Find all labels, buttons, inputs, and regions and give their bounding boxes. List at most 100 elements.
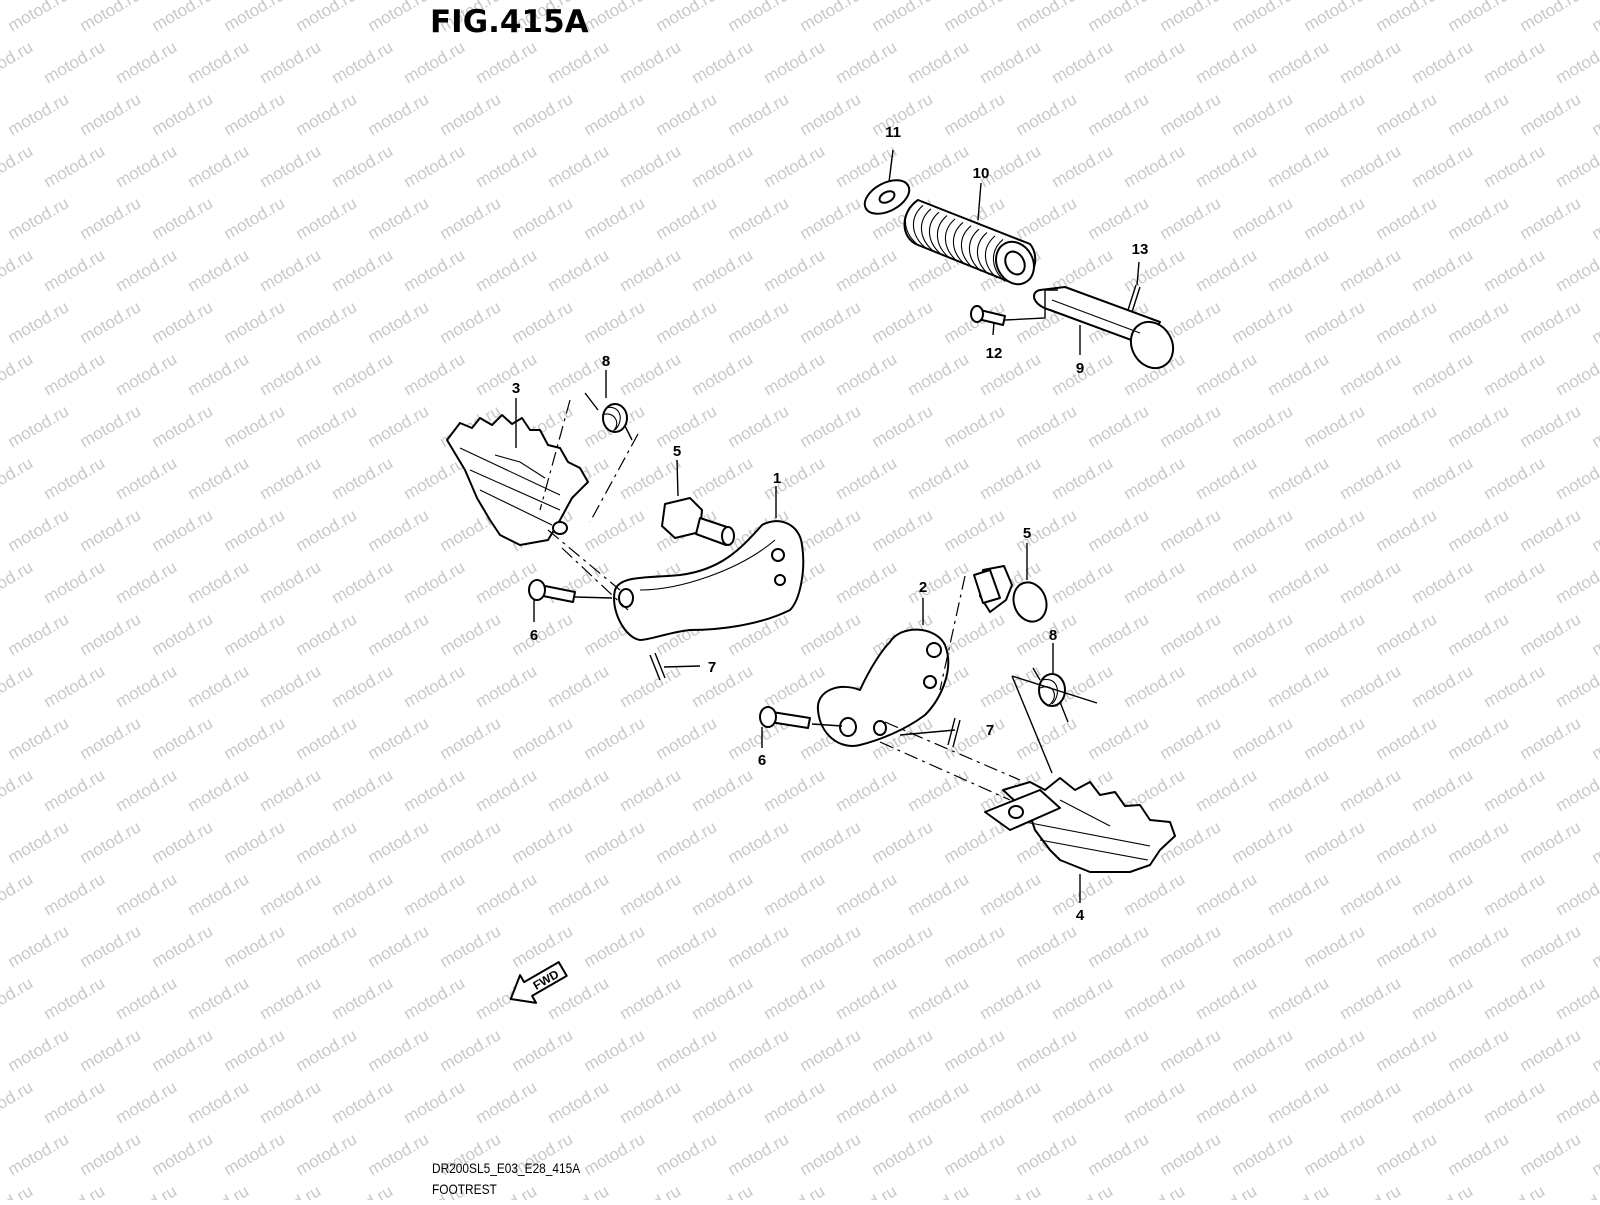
watermark-text: motod.ru bbox=[437, 817, 505, 867]
watermark-text: motod.ru bbox=[1121, 37, 1189, 87]
watermark-text: motod.ru bbox=[1517, 401, 1585, 451]
watermark-text: motod.ru bbox=[113, 1181, 181, 1200]
watermark-text: motod.ru bbox=[977, 453, 1045, 503]
watermark-text: motod.ru bbox=[1337, 453, 1405, 503]
watermark-text: motod.ru bbox=[797, 193, 865, 243]
watermark-text: motod.ru bbox=[0, 1077, 36, 1127]
watermark-text: motod.ru bbox=[1517, 297, 1585, 347]
watermark-text: motod.ru bbox=[869, 817, 937, 867]
leader-pin-left bbox=[575, 597, 612, 598]
watermark-text: motod.ru bbox=[941, 609, 1009, 659]
watermark-text: motod.ru bbox=[1481, 1181, 1549, 1200]
watermark-text: motod.ru bbox=[977, 869, 1045, 919]
watermark-text: motod.ru bbox=[293, 921, 361, 971]
watermark-text: motod.ru bbox=[401, 661, 469, 711]
watermark-text: motod.ru bbox=[1373, 89, 1441, 139]
watermark-text: motod.ru bbox=[257, 37, 325, 87]
watermark-text: motod.ru bbox=[1373, 921, 1441, 971]
watermark-text: motod.ru bbox=[1553, 245, 1600, 295]
watermark-text: motod.ru bbox=[1193, 557, 1261, 607]
watermark-text: motod.ru bbox=[1409, 141, 1477, 191]
watermark-text: motod.ru bbox=[1193, 1077, 1261, 1127]
watermark-text: motod.ru bbox=[5, 193, 73, 243]
watermark-text: motod.ru bbox=[1265, 973, 1333, 1023]
watermark-text: motod.ru bbox=[1589, 713, 1600, 763]
watermark-text: motod.ru bbox=[1157, 193, 1225, 243]
watermark-text: motod.ru bbox=[617, 453, 685, 503]
watermark-text: motod.ru bbox=[5, 0, 73, 35]
watermark-text: motod.ru bbox=[1049, 37, 1117, 87]
watermark-text: motod.ru bbox=[221, 89, 289, 139]
watermark-text: motod.ru bbox=[1337, 1077, 1405, 1127]
watermark-text: motod.ru bbox=[1121, 973, 1189, 1023]
watermark-text: motod.ru bbox=[1301, 505, 1369, 555]
watermark-text: motod.ru bbox=[1409, 765, 1477, 815]
watermark-text: motod.ru bbox=[1121, 141, 1189, 191]
watermark-text: motod.ru bbox=[113, 557, 181, 607]
watermark-text: motod.ru bbox=[221, 0, 289, 35]
leader-5a bbox=[677, 460, 678, 496]
watermark-text: motod.ru bbox=[617, 869, 685, 919]
watermark-text: motod.ru bbox=[1337, 765, 1405, 815]
watermark-text: motod.ru bbox=[905, 973, 973, 1023]
watermark-text: motod.ru bbox=[185, 1077, 253, 1127]
watermark-text: motod.ru bbox=[1445, 921, 1513, 971]
callout-5-left: 5 bbox=[673, 443, 681, 460]
watermark-text: motod.ru bbox=[1085, 89, 1153, 139]
watermark-text: motod.ru bbox=[869, 505, 937, 555]
watermark-text: motod.ru bbox=[185, 973, 253, 1023]
watermark-text: motod.ru bbox=[1265, 1077, 1333, 1127]
watermark-text: motod.ru bbox=[1409, 1077, 1477, 1127]
watermark-text: motod.ru bbox=[0, 1181, 36, 1200]
watermark-text: motod.ru bbox=[833, 869, 901, 919]
watermark-text: motod.ru bbox=[1121, 245, 1189, 295]
watermark-text: motod.ru bbox=[437, 193, 505, 243]
watermark-text: motod.ru bbox=[0, 349, 36, 399]
watermark-text: motod.ru bbox=[293, 713, 361, 763]
watermark-text: motod.ru bbox=[113, 349, 181, 399]
watermark-text: motod.ru bbox=[0, 765, 36, 815]
watermark-text: motod.ru bbox=[0, 661, 36, 711]
watermark-text: motod.ru bbox=[833, 765, 901, 815]
watermark-text: motod.ru bbox=[1589, 1025, 1600, 1075]
watermark-text: motod.ru bbox=[41, 245, 109, 295]
watermark-text: motod.ru bbox=[77, 921, 145, 971]
watermark-text: motod.ru bbox=[905, 1077, 973, 1127]
watermark-text: motod.ru bbox=[761, 245, 829, 295]
callout-3: 3 bbox=[512, 380, 520, 397]
watermark-text: motod.ru bbox=[581, 1025, 649, 1075]
callout-7-right: 7 bbox=[986, 722, 994, 739]
watermark-text: motod.ru bbox=[833, 453, 901, 503]
watermark-text: motod.ru bbox=[1517, 921, 1585, 971]
watermark-text: motod.ru bbox=[689, 661, 757, 711]
watermark-text: motod.ru bbox=[1517, 609, 1585, 659]
watermark-text: motod.ru bbox=[1481, 557, 1549, 607]
watermark-text: motod.ru bbox=[1049, 453, 1117, 503]
watermark-text: motod.ru bbox=[329, 349, 397, 399]
watermark-text: motod.ru bbox=[1517, 1129, 1585, 1179]
watermark-text: motod.ru bbox=[617, 973, 685, 1023]
watermark-text: motod.ru bbox=[293, 1129, 361, 1179]
watermark-text: motod.ru bbox=[1049, 141, 1117, 191]
watermark-text: motod.ru bbox=[257, 245, 325, 295]
watermark-text: motod.ru bbox=[221, 401, 289, 451]
watermark-text: motod.ru bbox=[1589, 297, 1600, 347]
watermark-text: motod.ru bbox=[1157, 921, 1225, 971]
watermark-text: motod.ru bbox=[617, 1077, 685, 1127]
watermark-text: motod.ru bbox=[581, 1129, 649, 1179]
watermark-text: motod.ru bbox=[1373, 817, 1441, 867]
watermark-text: motod.ru bbox=[653, 713, 721, 763]
watermark-text: motod.ru bbox=[689, 973, 757, 1023]
watermark-text: motod.ru bbox=[1445, 1129, 1513, 1179]
watermark-text: motod.ru bbox=[41, 557, 109, 607]
watermark-text: motod.ru bbox=[1121, 557, 1189, 607]
watermark-text: motod.ru bbox=[149, 401, 217, 451]
watermark-text: motod.ru bbox=[833, 245, 901, 295]
watermark-text: motod.ru bbox=[41, 1181, 109, 1200]
watermark-text: motod.ru bbox=[1013, 0, 1081, 35]
watermark-text: motod.ru bbox=[77, 713, 145, 763]
watermark-text: motod.ru bbox=[725, 1025, 793, 1075]
watermark-text: motod.ru bbox=[41, 349, 109, 399]
watermark-text: motod.ru bbox=[185, 869, 253, 919]
watermark-text: motod.ru bbox=[0, 245, 36, 295]
